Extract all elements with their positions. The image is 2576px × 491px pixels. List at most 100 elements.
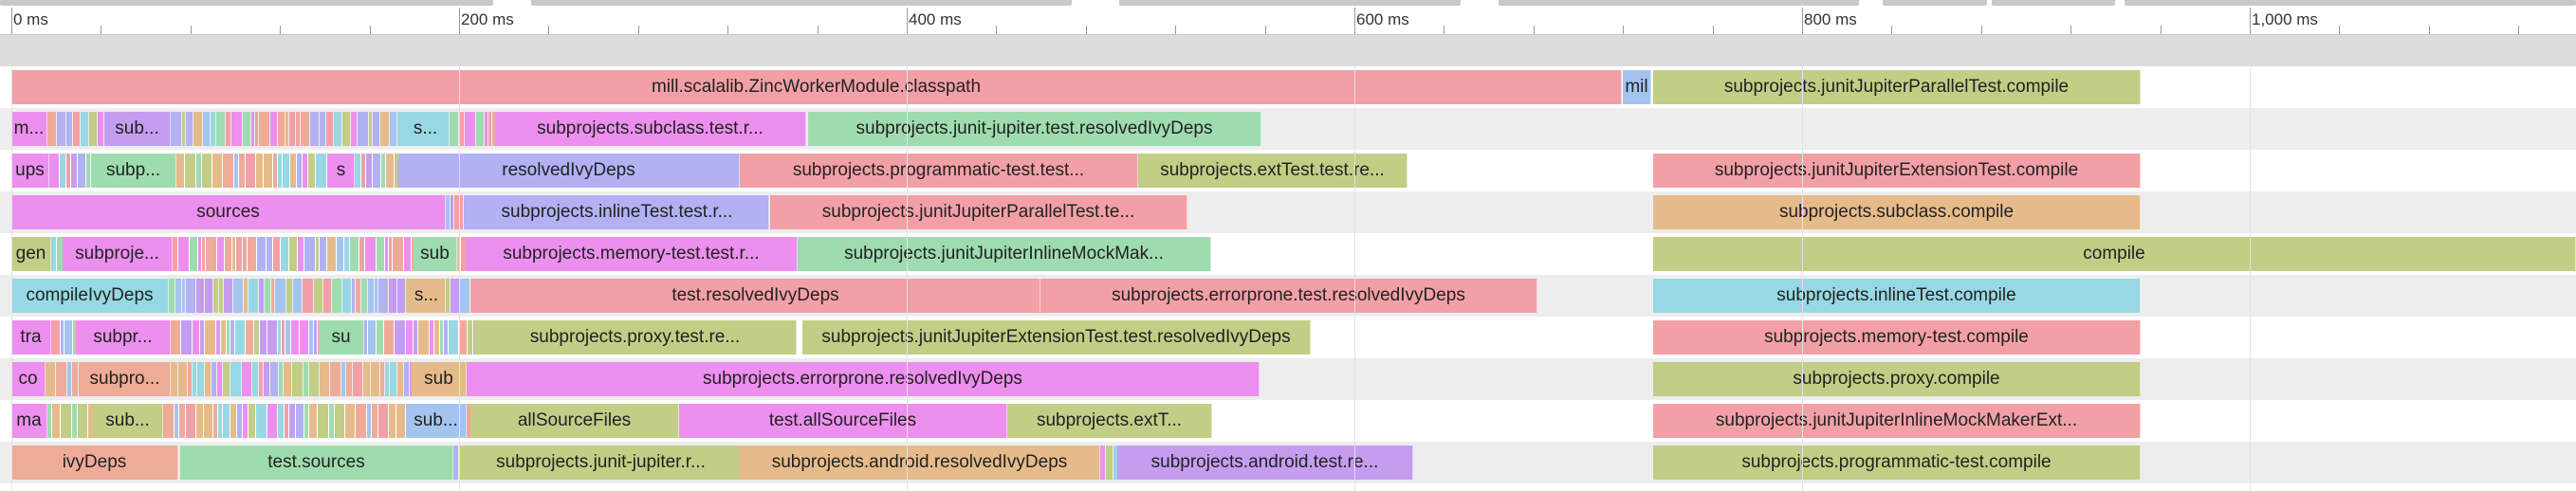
short-task-bar[interactable] [279, 362, 283, 396]
task-bar[interactable]: subprojects.subclass.test.r... [495, 112, 806, 146]
short-task-bar[interactable] [205, 320, 215, 355]
short-task-bar[interactable] [341, 362, 345, 396]
short-task-bar[interactable] [200, 320, 204, 355]
short-task-bar[interactable] [329, 404, 334, 438]
short-task-bar[interactable] [301, 112, 309, 146]
short-task-bar[interactable] [461, 237, 466, 271]
short-task-bar[interactable] [377, 320, 383, 355]
short-task-bar[interactable] [464, 195, 466, 229]
short-task-bar[interactable] [186, 112, 193, 146]
short-task-bar[interactable] [385, 362, 389, 396]
short-task-bar[interactable] [389, 279, 396, 313]
short-task-bar[interactable] [345, 404, 355, 438]
short-task-bar[interactable] [197, 362, 204, 396]
short-task-bar[interactable] [356, 279, 360, 313]
short-task-bar[interactable] [291, 320, 299, 355]
short-task-bar[interactable] [248, 404, 255, 438]
short-task-bar[interactable] [230, 362, 241, 396]
task-bar[interactable]: subprojects.junitJupiterExtensionTest.te… [802, 320, 1311, 355]
short-task-bar[interactable] [182, 279, 185, 313]
short-task-bar[interactable] [300, 320, 308, 355]
task-bar[interactable]: subprojects.extT... [1007, 404, 1212, 438]
short-task-bar[interactable] [372, 404, 377, 438]
short-task-bar[interactable] [451, 279, 459, 313]
short-task-bar[interactable] [368, 320, 376, 355]
short-task-bar[interactable] [1106, 446, 1113, 480]
short-task-bar[interactable] [460, 279, 469, 313]
short-task-bar[interactable] [243, 404, 248, 438]
short-task-bar[interactable] [267, 237, 272, 271]
short-task-bar[interactable] [186, 279, 195, 313]
short-task-bar[interactable] [163, 404, 174, 438]
short-task-bar[interactable] [217, 362, 222, 396]
task-bar[interactable]: subproje... [63, 237, 173, 271]
task-bar[interactable]: subpr... [76, 320, 171, 355]
short-task-bar[interactable] [56, 362, 66, 396]
short-task-bar[interactable] [289, 237, 297, 271]
task-bar[interactable]: subprojects.proxy.compile [1653, 362, 2141, 396]
short-task-bar[interactable] [98, 112, 103, 146]
short-task-bar[interactable] [278, 154, 282, 188]
short-task-bar[interactable] [60, 154, 65, 188]
task-bar[interactable]: sub... [406, 404, 467, 438]
short-task-bar[interactable] [212, 154, 222, 188]
short-task-bar[interactable] [270, 362, 278, 396]
short-task-bar[interactable] [446, 279, 450, 313]
short-task-bar[interactable] [390, 362, 396, 396]
short-task-bar[interactable] [308, 154, 315, 188]
short-task-bar[interactable] [446, 195, 450, 229]
short-task-bar[interactable] [175, 279, 181, 313]
task-bar[interactable]: subprojects.junitJupiterParallelTest.com… [1653, 70, 2141, 104]
short-task-bar[interactable] [290, 154, 296, 188]
short-task-bar[interactable] [218, 404, 222, 438]
short-task-bar[interactable] [267, 320, 277, 355]
short-task-bar[interactable] [397, 362, 403, 396]
short-task-bar[interactable] [384, 320, 394, 355]
short-task-bar[interactable] [412, 237, 414, 271]
short-task-bar[interactable] [309, 320, 313, 355]
short-task-bar[interactable] [190, 237, 197, 271]
short-task-bar[interactable] [309, 362, 319, 396]
task-bar[interactable]: s [328, 154, 355, 188]
overview-strip[interactable] [0, 0, 2576, 8]
short-task-bar[interactable] [193, 362, 196, 396]
short-task-bar[interactable] [260, 320, 267, 355]
task-bar[interactable]: compile [1653, 237, 2576, 271]
short-task-bar[interactable] [204, 404, 212, 438]
short-task-bar[interactable] [284, 362, 291, 396]
task-bar[interactable]: subprojects.android.resolvedIvyDeps [740, 446, 1100, 480]
short-task-bar[interactable] [171, 320, 180, 355]
task-bar[interactable]: sub... [93, 404, 163, 438]
task-bar[interactable]: resolvedIvyDeps [398, 154, 740, 188]
short-task-bar[interactable] [73, 112, 80, 146]
short-task-bar[interactable] [365, 237, 376, 271]
short-task-bar[interactable] [88, 404, 93, 438]
short-task-bar[interactable] [248, 237, 256, 271]
short-task-bar[interactable] [289, 112, 295, 146]
short-task-bar[interactable] [353, 362, 362, 396]
short-task-bar[interactable] [473, 320, 474, 355]
short-task-bar[interactable] [47, 112, 56, 146]
short-task-bar[interactable] [256, 154, 263, 188]
short-task-bar[interactable] [286, 279, 292, 313]
short-task-bar[interactable] [193, 112, 202, 146]
task-bar[interactable]: sources [11, 195, 446, 229]
task-bar[interactable]: sub [412, 362, 467, 396]
short-task-bar[interactable] [352, 279, 355, 313]
short-task-bar[interactable] [397, 112, 402, 146]
short-task-bar[interactable] [225, 237, 231, 271]
short-task-bar[interactable] [179, 404, 185, 438]
short-task-bar[interactable] [275, 279, 285, 313]
task-bar[interactable]: su [319, 320, 364, 355]
short-task-bar[interactable] [52, 404, 60, 438]
short-task-bar[interactable] [212, 362, 216, 396]
short-task-bar[interactable] [418, 320, 429, 355]
short-task-bar[interactable] [223, 404, 230, 438]
short-task-bar[interactable] [71, 154, 77, 188]
short-task-bar[interactable] [318, 320, 319, 355]
short-task-bar[interactable] [196, 154, 201, 188]
short-task-bar[interactable] [316, 154, 326, 188]
short-task-bar[interactable] [367, 404, 371, 438]
short-task-bar[interactable] [64, 320, 72, 355]
task-bar[interactable]: mill.scalalib.ZincWorkerModule.classpath [11, 70, 1622, 104]
